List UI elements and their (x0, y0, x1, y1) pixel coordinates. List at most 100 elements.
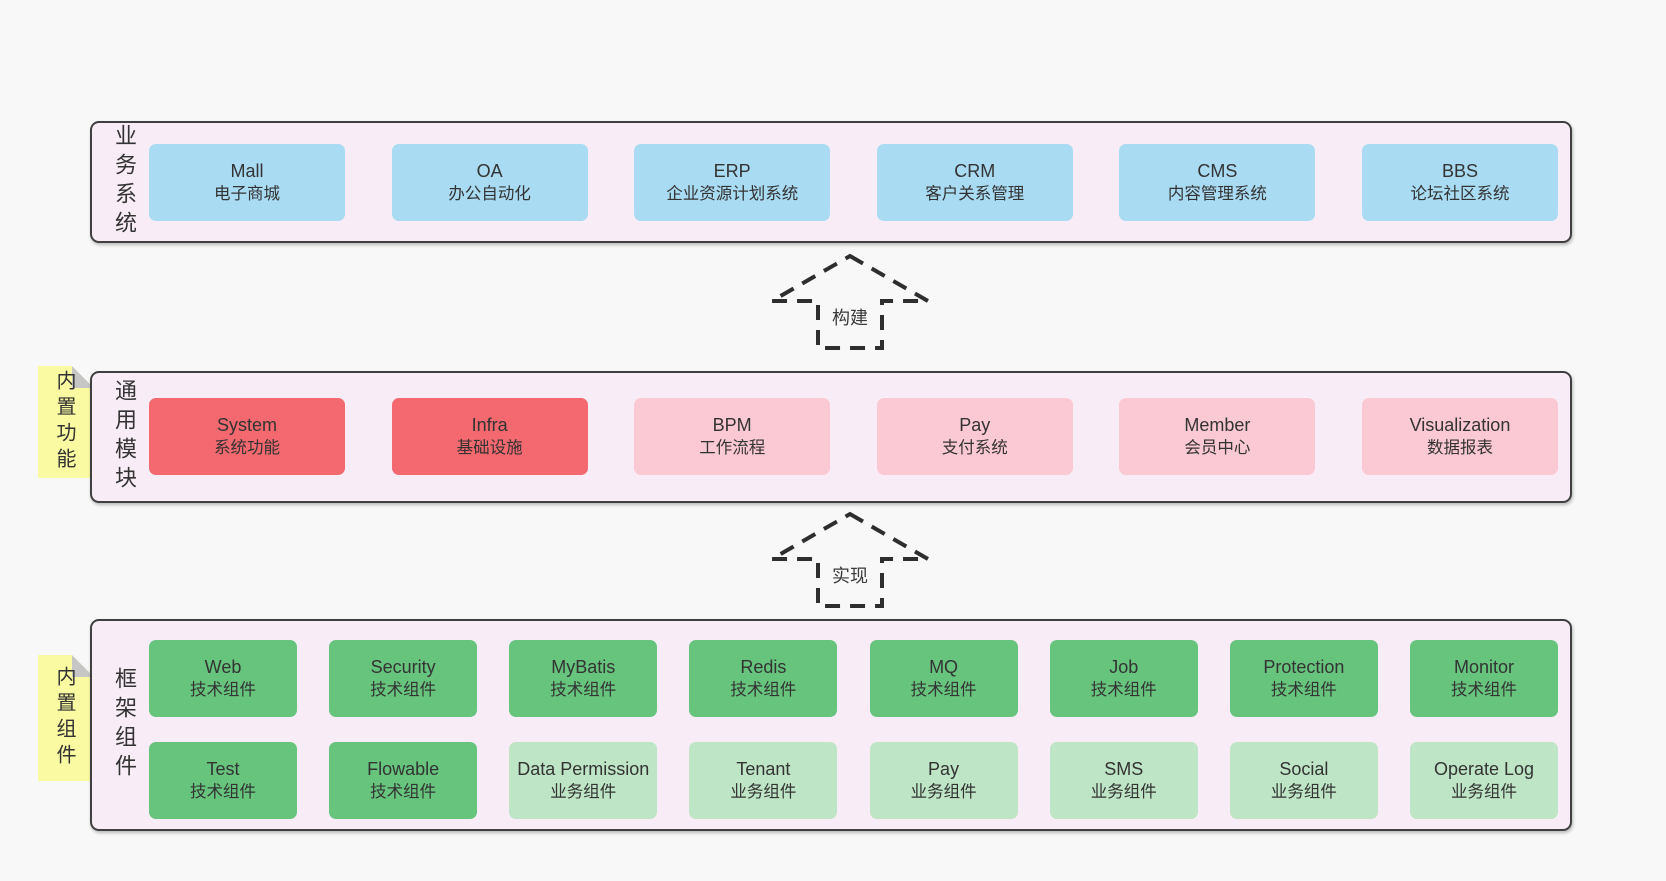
box-name-label: Job (1109, 656, 1139, 677)
box-system: System 系统功能 (149, 398, 345, 475)
box-desc-label: 技术组件 (190, 782, 256, 801)
box-desc-label: 数据报表 (1426, 438, 1493, 457)
section-label: 通用模块 (112, 379, 137, 495)
box-name-label: Pay (959, 414, 991, 435)
sticky-tag-builtin-components: 内置组件 (38, 655, 94, 781)
box-desc-label: 业务组件 (910, 782, 977, 801)
box-desc-label: 基础设施 (456, 438, 523, 457)
box-name-label: Mall (230, 160, 264, 181)
box-desc-label: 系统功能 (214, 438, 280, 457)
section-framework-components: 框架组件 Web 技术组件 Security 技术组件 MyBatis 技术组件… (90, 619, 1572, 831)
box-crm: CRM 客户关系管理 (876, 144, 1073, 221)
box-desc-label: 技术组件 (1090, 680, 1157, 699)
box-desc-label: 支付系统 (941, 438, 1008, 457)
box-name-label: System (216, 414, 277, 435)
box-name-label: BPM (712, 414, 752, 435)
box-desc-label: 企业资源计划系统 (666, 184, 799, 203)
box-desc-label: 业务组件 (1090, 782, 1157, 801)
box-desc-label: 论坛社区系统 (1410, 184, 1510, 203)
box-name-label: Visualization (1409, 414, 1511, 435)
box-desc-label: 技术组件 (730, 680, 797, 699)
implement-arrow-icon: 实现 (765, 510, 935, 610)
box-data-permission: Data Permission 业务组件 (509, 742, 658, 819)
box-desc-label: 技术组件 (550, 680, 617, 699)
box-monitor: Monitor 技术组件 (1409, 640, 1558, 717)
box-bpm: BPM 工作流程 (634, 398, 831, 475)
box-name-label: Monitor (1453, 656, 1514, 677)
box-name-label: Data Permission (517, 758, 650, 779)
box-bbs: BBS 论坛社区系统 (1361, 144, 1558, 221)
box-flowable: Flowable 技术组件 (329, 742, 478, 819)
box-protection: Protection 技术组件 (1229, 640, 1378, 717)
box-desc-label: 技术组件 (190, 680, 256, 699)
box-visualization: Visualization 数据报表 (1361, 398, 1558, 475)
box-tenant: Tenant 业务组件 (689, 742, 838, 819)
box-security: Security 技术组件 (329, 640, 478, 717)
box-infra: Infra 基础设施 (391, 398, 588, 475)
box-desc-label: 技术组件 (370, 680, 437, 699)
build-arrow-icon: 构建 (765, 252, 935, 352)
box-erp: ERP 企业资源计划系统 (634, 144, 831, 221)
box-desc-label: 技术组件 (910, 680, 977, 699)
box-name-label: CMS (1197, 160, 1238, 181)
box-name-label: Redis (740, 656, 787, 677)
box-redis: Redis 技术组件 (689, 640, 838, 717)
box-mall: Mall 电子商城 (149, 144, 345, 221)
arrow-label: 实现 (828, 562, 872, 588)
box-test: Test 技术组件 (149, 742, 297, 819)
section-common-modules: 通用模块 System 系统功能 Infra 基础设施 BPM 工作流程 Pay… (90, 371, 1572, 503)
box-name-label: Pay (928, 758, 960, 779)
box-desc-label: 内容管理系统 (1167, 184, 1267, 203)
box-name-label: BBS (1441, 160, 1478, 181)
box-name-label: Flowable (367, 758, 440, 779)
box-name-label: ERP (713, 160, 751, 181)
box-name-label: Operate Log (1433, 758, 1535, 779)
box-desc-label: 技术组件 (370, 782, 437, 801)
box-operate-log: Operate Log 业务组件 (1409, 742, 1558, 819)
arrow-label: 构建 (828, 304, 872, 330)
box-name-label: Web (204, 656, 242, 677)
box-name-label: Member (1184, 414, 1251, 435)
box-desc-label: 客户关系管理 (925, 184, 1025, 203)
box-job: Job 技术组件 (1049, 640, 1198, 717)
box-cms: CMS 内容管理系统 (1119, 144, 1316, 221)
box-name-label: OA (476, 160, 503, 181)
box-pay-module: Pay 支付系统 (876, 398, 1073, 475)
framework-box-row-1: Web 技术组件 Security 技术组件 MyBatis 技术组件 Redi… (149, 640, 1558, 717)
box-name-label: MyBatis (551, 656, 616, 677)
box-desc-label: 会员中心 (1184, 438, 1251, 457)
box-desc-label: 电子商城 (214, 184, 280, 203)
business-box-row: Mall 电子商城 OA 办公自动化 ERP 企业资源计划系统 CRM 客户关系… (149, 144, 1558, 221)
box-desc-label: 技术组件 (1450, 680, 1517, 699)
box-oa: OA 办公自动化 (391, 144, 588, 221)
modules-box-row: System 系统功能 Infra 基础设施 BPM 工作流程 Pay 支付系统… (149, 398, 1558, 475)
framework-box-row-2: Test 技术组件 Flowable 技术组件 Data Permission … (149, 742, 1558, 819)
box-name-label: Security (370, 656, 436, 677)
sticky-tag-label: 内置组件 (53, 666, 75, 770)
box-name-label: Infra (471, 414, 508, 435)
box-web: Web 技术组件 (149, 640, 297, 717)
box-name-label: Tenant (736, 758, 791, 779)
box-name-label: MQ (929, 656, 959, 677)
box-desc-label: 办公自动化 (448, 184, 531, 203)
sticky-tag-builtin-features: 内置功能 (38, 366, 94, 478)
box-desc-label: 业务组件 (1450, 782, 1517, 801)
box-name-label: CRM (954, 160, 996, 181)
box-desc-label: 技术组件 (1270, 680, 1337, 699)
section-business-systems: 业务系统 Mall 电子商城 OA 办公自动化 ERP 企业资源计划系统 CRM… (90, 121, 1572, 243)
box-social: Social 业务组件 (1229, 742, 1378, 819)
box-sms: SMS 业务组件 (1049, 742, 1198, 819)
box-name-label: SMS (1104, 758, 1144, 779)
box-desc-label: 业务组件 (730, 782, 797, 801)
section-label: 业务系统 (112, 124, 137, 240)
box-pay-component: Pay 业务组件 (869, 742, 1018, 819)
box-member: Member 会员中心 (1119, 398, 1316, 475)
box-desc-label: 业务组件 (550, 782, 617, 801)
box-name-label: Test (206, 758, 240, 779)
box-name-label: Protection (1263, 656, 1345, 677)
box-desc-label: 工作流程 (699, 438, 766, 457)
box-desc-label: 业务组件 (1270, 782, 1337, 801)
sticky-tag-label: 内置功能 (53, 370, 75, 474)
box-mybatis: MyBatis 技术组件 (509, 640, 658, 717)
